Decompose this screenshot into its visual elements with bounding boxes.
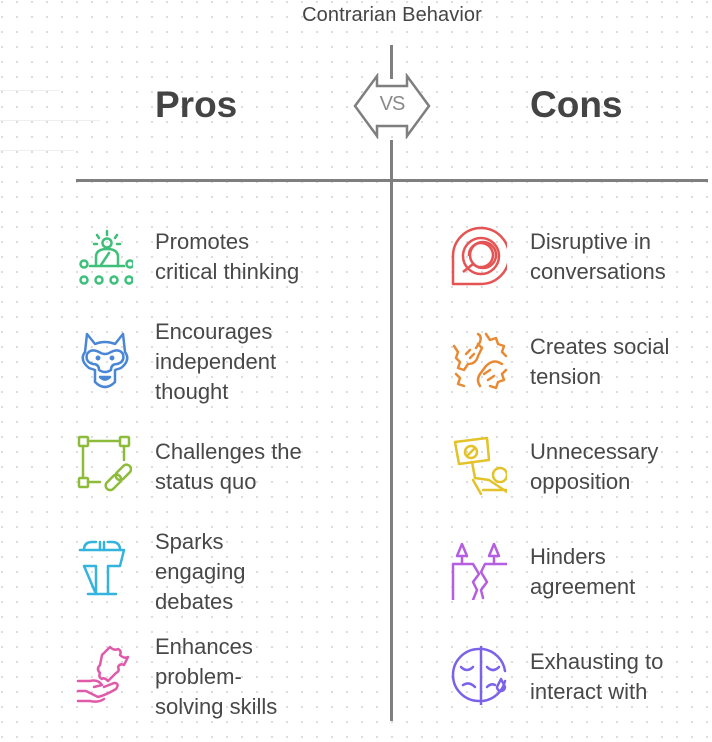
edge-line	[0, 150, 74, 151]
wolf-icon	[81, 332, 129, 389]
tired-face-icon	[451, 645, 507, 705]
pros-item-label: Challenges the status quo	[155, 439, 302, 494]
edge-line	[0, 120, 100, 121]
divider-vertical-top	[390, 45, 393, 79]
cons-item-label: Exhausting to interact with	[530, 649, 664, 704]
broken-link-frame-icon	[77, 435, 132, 492]
puzzle-hand-icon	[76, 645, 130, 703]
speaker-audience-icon	[79, 229, 133, 285]
cons-heading: Cons	[530, 84, 623, 125]
double-arrow-icon	[353, 73, 431, 139]
pros-item-label: Sparks engaging debates	[155, 529, 246, 614]
podium-icon	[78, 540, 126, 596]
broken-agreement-icon	[451, 542, 507, 600]
protest-sign-icon	[453, 436, 507, 496]
edge-line	[0, 90, 60, 91]
pros-item-label: Promotes critical thinking	[155, 229, 300, 284]
speech-bubble-icon	[451, 226, 507, 286]
pros-item-label: Encourages independent thought	[155, 319, 277, 404]
vs-badge: VS	[353, 73, 431, 139]
cons-item-label: Creates social tension	[530, 334, 670, 389]
pros-heading: Pros	[155, 84, 238, 125]
cons-item-label: Disruptive in conversations	[530, 229, 666, 284]
divider-vertical	[390, 140, 393, 721]
cons-item-label: Hinders agreement	[530, 544, 636, 599]
divider-horizontal	[76, 179, 708, 182]
vs-label: VS	[379, 93, 406, 115]
clashing-hands-icon	[452, 332, 508, 390]
cons-item-label: Unnecessary opposition	[530, 439, 659, 494]
diagram-title: Contrarian Behavior	[302, 4, 482, 26]
pros-item-label: Enhances problem- solving skills	[155, 634, 278, 719]
